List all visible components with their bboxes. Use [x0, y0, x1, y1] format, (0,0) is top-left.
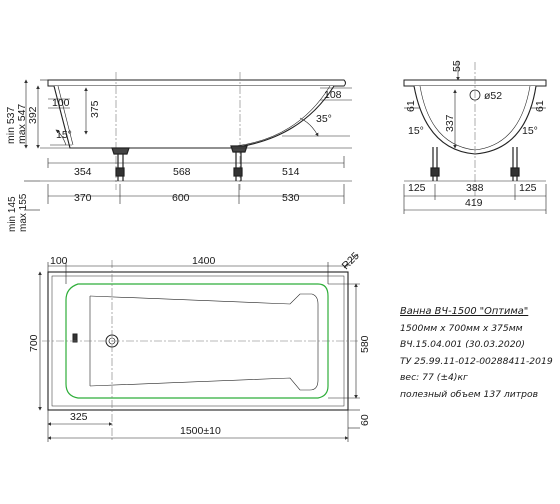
- label-60: 60: [359, 414, 371, 426]
- label-388: 388: [466, 182, 484, 194]
- label-d52: ø52: [484, 90, 502, 102]
- label-530: 530: [282, 192, 300, 204]
- label-568: 568: [173, 166, 191, 178]
- spec-title: Ванна ВЧ-1500 "Оптима": [400, 306, 529, 317]
- spec-code: ВЧ.15.04.001 (30.03.2020): [400, 339, 525, 351]
- label-600: 600: [172, 192, 190, 204]
- side-view-rim: [47, 79, 346, 87]
- top-view: [38, 253, 360, 442]
- label-min-537: min 537: [5, 106, 17, 144]
- label-125-right: 125: [519, 182, 537, 194]
- top-view-inner-bowl: [65, 283, 329, 399]
- side-view-foot-left: [111, 147, 130, 181]
- label-angle-15-left: 15°: [408, 125, 424, 137]
- label-100-left: 100: [52, 97, 70, 109]
- label-700: 700: [28, 334, 40, 352]
- label-108-right: 108: [324, 89, 342, 101]
- label-angle-15: 15°: [56, 129, 72, 141]
- label-1400: 1400: [192, 255, 216, 267]
- label-325: 325: [70, 411, 88, 423]
- spec-block: Ванна ВЧ-1500 "Оптима" 1500мм х 700мм х …: [400, 304, 558, 404]
- label-580: 580: [359, 335, 371, 353]
- end-view-foot-left: [430, 147, 440, 181]
- label-61-left: 61: [405, 100, 417, 112]
- top-view-overflow: [72, 333, 78, 343]
- label-375: 375: [89, 100, 101, 118]
- spec-volume: полезный объем 137 литров: [400, 388, 538, 400]
- side-view-foot-right: [230, 145, 248, 181]
- end-view-foot-right: [510, 147, 520, 181]
- end-view-labels: 55 ø52 61 61 337 15° 15° 125 388 125 419: [405, 60, 546, 209]
- label-419: 419: [465, 197, 483, 209]
- label-max-155: max 155: [18, 193, 29, 232]
- label-392: 392: [27, 106, 39, 124]
- top-view-labels: 100 1400 R25 700 580 325 1500±10 60: [28, 250, 371, 437]
- label-angle-35: 35°: [316, 113, 332, 125]
- label-min-145: min 145: [7, 196, 18, 232]
- label-100-top: 100: [50, 255, 68, 267]
- label-1500: 1500±10: [180, 425, 221, 437]
- label-61-right: 61: [534, 100, 546, 112]
- spec-size: 1500мм х 700мм х 375мм: [400, 322, 523, 334]
- spec-tu: ТУ 25.99.11-012-00288411-2019: [400, 355, 553, 367]
- side-view-labels: min 537 max 547 392 375 100 108 15° 35° …: [5, 89, 342, 232]
- label-370: 370: [74, 192, 92, 204]
- label-angle-15-right: 15°: [522, 125, 538, 137]
- label-354: 354: [74, 166, 92, 178]
- spec-weight: вес: 77 (±4)кг: [400, 372, 468, 384]
- label-337: 337: [444, 114, 456, 132]
- side-view: [24, 72, 352, 211]
- label-55: 55: [451, 60, 463, 72]
- label-r25: R25: [340, 250, 362, 272]
- label-514: 514: [282, 166, 300, 178]
- label-max-547: max 547: [16, 104, 28, 144]
- end-view: [403, 62, 547, 214]
- label-125-left: 125: [408, 182, 426, 194]
